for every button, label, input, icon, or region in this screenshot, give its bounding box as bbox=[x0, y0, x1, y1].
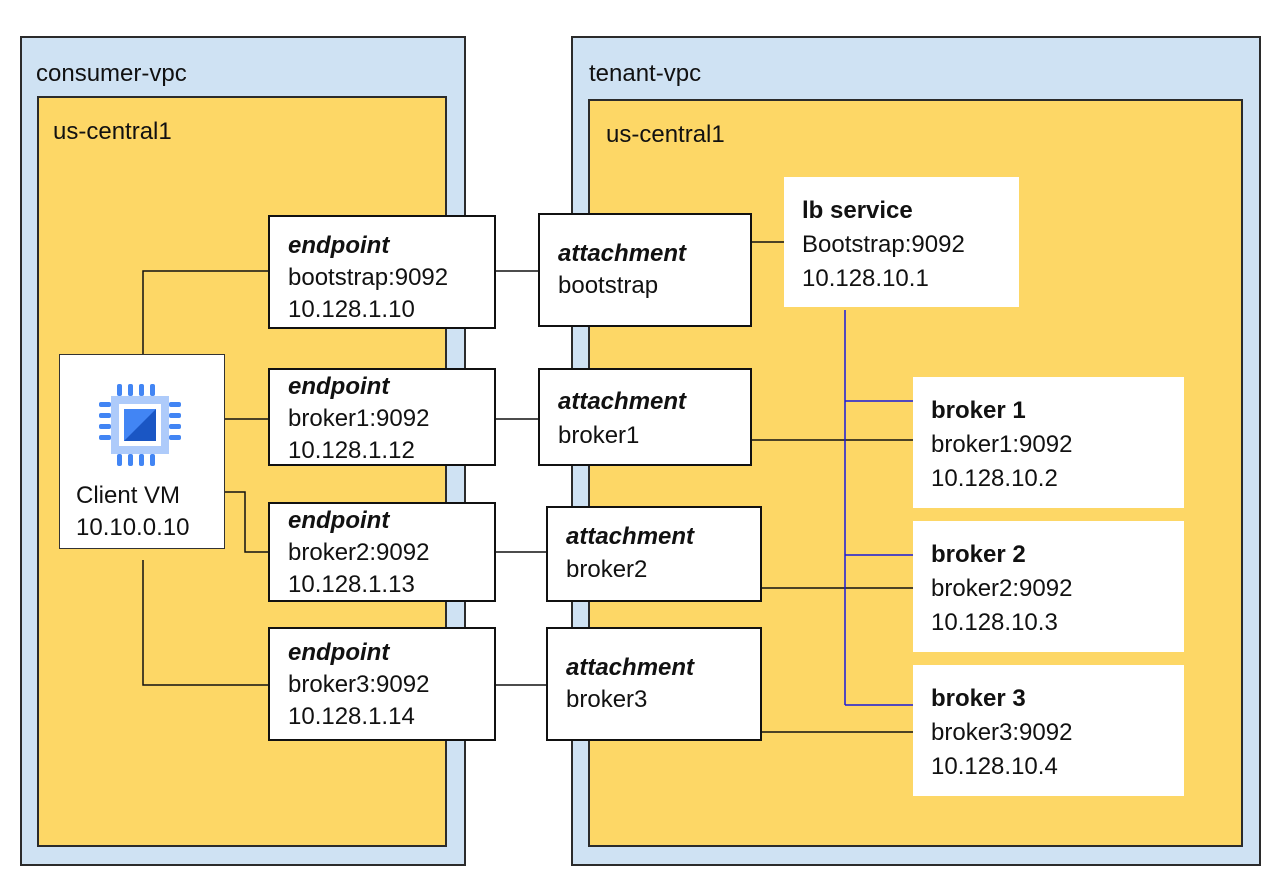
endpoint-service: broker3:9092 bbox=[288, 671, 430, 698]
attachment-name: broker1 bbox=[558, 422, 640, 449]
endpoint-broker3[interactable]: endpoint broker3:9092 10.128.1.14 bbox=[268, 627, 496, 741]
endpoint-ip: 10.128.1.10 bbox=[288, 296, 415, 323]
endpoint-service: bootstrap:9092 bbox=[288, 264, 449, 291]
broker-3[interactable]: broker 3 broker3:9092 10.128.10.4 bbox=[913, 665, 1184, 796]
attachment-title: attachment bbox=[558, 388, 687, 415]
lb-service-port: Bootstrap:9092 bbox=[802, 231, 965, 258]
broker-ip: 10.128.10.2 bbox=[931, 465, 1058, 492]
endpoint-ip: 10.128.1.14 bbox=[288, 703, 415, 730]
broker-2[interactable]: broker 2 broker2:9092 10.128.10.3 bbox=[913, 521, 1184, 652]
endpoint-service: broker2:9092 bbox=[288, 539, 430, 566]
attachment-name: broker3 bbox=[566, 686, 648, 713]
broker-ip: 10.128.10.3 bbox=[931, 609, 1058, 636]
client-vm-ip: 10.10.0.10 bbox=[76, 514, 190, 541]
broker-ip: 10.128.10.4 bbox=[931, 753, 1058, 780]
attachment-title: attachment bbox=[566, 654, 695, 681]
tenant-vpc-label: tenant-vpc bbox=[589, 60, 702, 87]
attachment-bootstrap[interactable]: attachment bootstrap bbox=[538, 213, 752, 327]
consumer-region-label: us-central1 bbox=[53, 118, 172, 145]
endpoint-title: endpoint bbox=[288, 507, 390, 534]
endpoint-title: endpoint bbox=[288, 373, 390, 400]
endpoint-bootstrap[interactable]: endpoint bootstrap:9092 10.128.1.10 bbox=[268, 215, 496, 329]
lb-service[interactable]: lb service Bootstrap:9092 10.128.10.1 bbox=[784, 177, 1019, 307]
broker-service: broker1:9092 bbox=[931, 431, 1073, 458]
attachment-title: attachment bbox=[558, 240, 687, 267]
endpoint-ip: 10.128.1.12 bbox=[288, 437, 415, 464]
endpoint-title: endpoint bbox=[288, 232, 390, 259]
attachment-name: bootstrap bbox=[558, 272, 659, 299]
broker-title: broker 1 bbox=[931, 397, 1026, 424]
endpoint-title: endpoint bbox=[288, 639, 390, 666]
client-vm[interactable]: Client VM 10.10.0.10 bbox=[59, 354, 225, 549]
client-vm-name: Client VM bbox=[76, 482, 181, 509]
endpoint-broker2[interactable]: endpoint broker2:9092 10.128.1.13 bbox=[268, 502, 496, 602]
endpoint-ip: 10.128.1.13 bbox=[288, 571, 415, 598]
attachment-broker2[interactable]: attachment broker2 bbox=[546, 506, 762, 602]
attachment-broker1[interactable]: attachment broker1 bbox=[538, 368, 752, 466]
consumer-vpc-label: consumer-vpc bbox=[36, 60, 187, 87]
broker-service: broker2:9092 bbox=[931, 575, 1073, 602]
broker-1[interactable]: broker 1 broker1:9092 10.128.10.2 bbox=[913, 377, 1184, 508]
compute-engine-chip-icon bbox=[99, 384, 181, 466]
lb-service-ip: 10.128.10.1 bbox=[802, 265, 929, 292]
attachment-name: broker2 bbox=[566, 556, 648, 583]
broker-title: broker 3 bbox=[931, 685, 1026, 712]
broker-title: broker 2 bbox=[931, 541, 1026, 568]
tenant-region-label: us-central1 bbox=[606, 121, 725, 148]
attachment-broker3[interactable]: attachment broker3 bbox=[546, 627, 762, 741]
endpoint-service: broker1:9092 bbox=[288, 405, 430, 432]
attachment-title: attachment bbox=[566, 523, 695, 550]
endpoint-broker1[interactable]: endpoint broker1:9092 10.128.1.12 bbox=[268, 368, 496, 466]
lb-service-title: lb service bbox=[802, 197, 913, 224]
broker-service: broker3:9092 bbox=[931, 719, 1073, 746]
